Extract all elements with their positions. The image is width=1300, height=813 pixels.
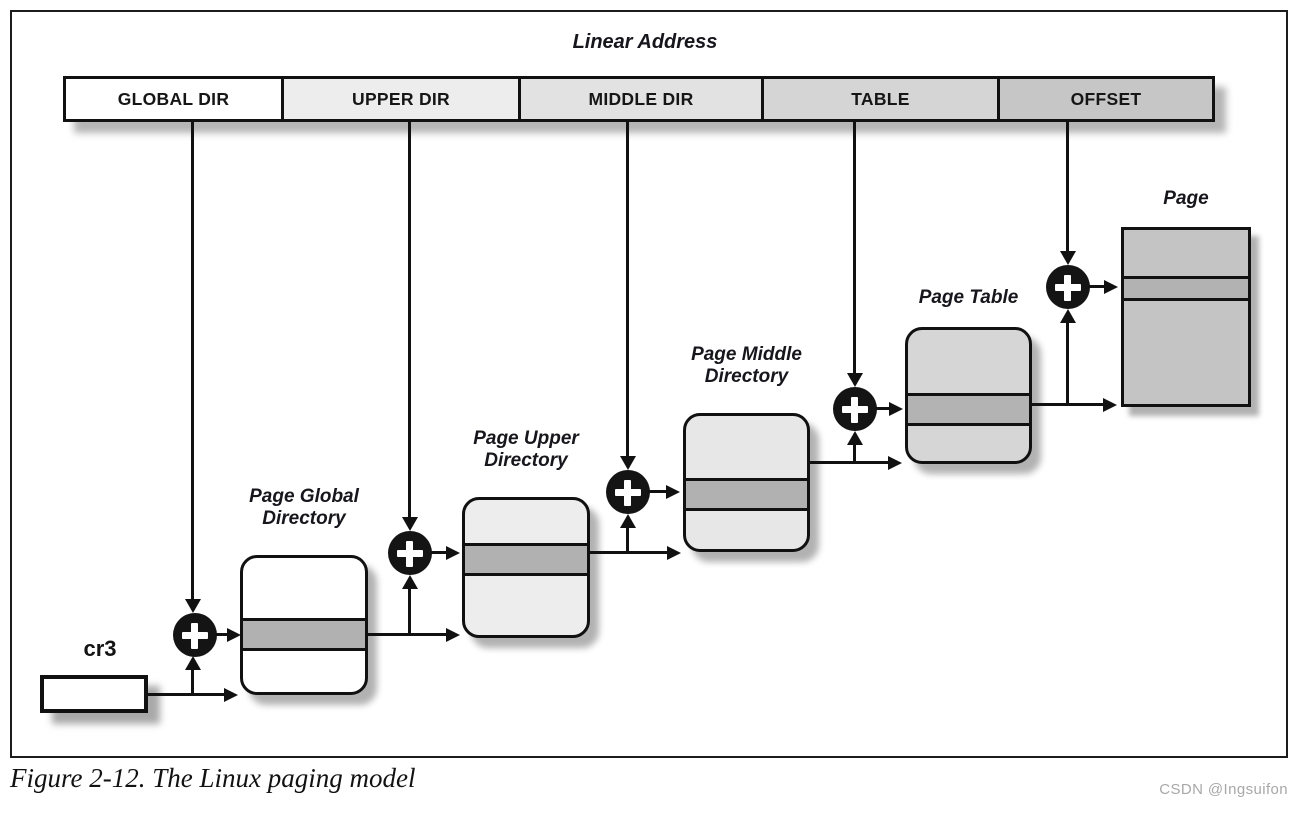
selected-entry-band	[908, 393, 1029, 426]
arrow-down-icon	[185, 599, 201, 613]
adder-output-line	[430, 551, 446, 554]
adder-output-line	[648, 490, 666, 493]
plus-icon	[606, 470, 650, 514]
cr3-register-box	[40, 675, 148, 713]
arrow-down-icon	[847, 373, 863, 387]
arrow-right-icon	[446, 628, 460, 642]
page-table-label: Page Table	[918, 287, 1019, 308]
page-middle-directory-box	[683, 413, 810, 552]
arrow-down-icon	[620, 456, 636, 470]
middle-dir-drop-line	[626, 122, 629, 456]
arrow-up-icon	[185, 656, 201, 670]
selected-entry-band	[243, 618, 365, 651]
table-drop-line	[853, 122, 856, 373]
index-branch-line	[626, 528, 629, 554]
base-address-line	[148, 693, 224, 696]
global-dir-drop-line	[191, 122, 194, 599]
arrow-right-icon	[888, 456, 902, 470]
arrow-right-icon	[1103, 398, 1117, 412]
entry-output-line	[368, 633, 446, 636]
arrow-right-icon	[227, 628, 241, 642]
plus-icon	[1046, 265, 1090, 309]
field-global-dir: GLOBAL DIR	[66, 79, 281, 119]
arrow-up-icon	[620, 514, 636, 528]
arrow-up-icon	[1060, 309, 1076, 323]
selected-entry-band	[465, 543, 587, 576]
csdn-watermark: CSDN @Ingsuifon	[1159, 781, 1288, 798]
page-global-directory-box	[240, 555, 368, 695]
adder-output-line	[215, 633, 229, 636]
adder-output-line	[1088, 285, 1104, 288]
field-table: TABLE	[761, 79, 997, 119]
adder-output-line	[875, 407, 889, 410]
index-branch-line	[1066, 323, 1069, 406]
index-branch-line	[191, 670, 194, 696]
arrow-right-icon	[1104, 280, 1118, 294]
upper-dir-drop-line	[408, 122, 411, 517]
arrow-right-icon	[446, 546, 460, 560]
arrow-up-icon	[402, 575, 418, 589]
plus-icon	[173, 613, 217, 657]
arrow-right-icon	[224, 688, 238, 702]
entry-output-line	[810, 461, 888, 464]
linear-address-title: Linear Address	[572, 31, 718, 53]
cr3-register-label: cr3	[83, 636, 117, 661]
arrow-right-icon	[667, 546, 681, 560]
page-middle-directory-label: Page Middle Directory	[691, 344, 802, 388]
arrow-up-icon	[847, 431, 863, 445]
page-upper-directory-box	[462, 497, 590, 638]
selected-entry-band	[686, 478, 807, 511]
selected-byte-band	[1124, 276, 1248, 301]
linear-address-bar: GLOBAL DIR UPPER DIR MIDDLE DIR TABLE OF…	[63, 76, 1215, 122]
page-table-box	[905, 327, 1032, 464]
page-global-directory-label: Page Global Directory	[249, 486, 359, 530]
page-upper-directory-label: Page Upper Directory	[473, 428, 579, 472]
index-branch-line	[853, 445, 856, 464]
arrow-down-icon	[402, 517, 418, 531]
page-label: Page	[1163, 188, 1209, 209]
offset-drop-line	[1066, 122, 1069, 251]
figure-caption: Figure 2-12. The Linux paging model	[10, 763, 416, 793]
field-upper-dir: UPPER DIR	[281, 79, 518, 119]
plus-icon	[388, 531, 432, 575]
arrow-down-icon	[1060, 251, 1076, 265]
arrow-right-icon	[666, 485, 680, 499]
plus-icon	[833, 387, 877, 431]
page-box	[1121, 227, 1251, 407]
index-branch-line	[408, 589, 411, 636]
arrow-right-icon	[889, 402, 903, 416]
field-offset: OFFSET	[997, 79, 1212, 119]
field-middle-dir: MIDDLE DIR	[518, 79, 761, 119]
